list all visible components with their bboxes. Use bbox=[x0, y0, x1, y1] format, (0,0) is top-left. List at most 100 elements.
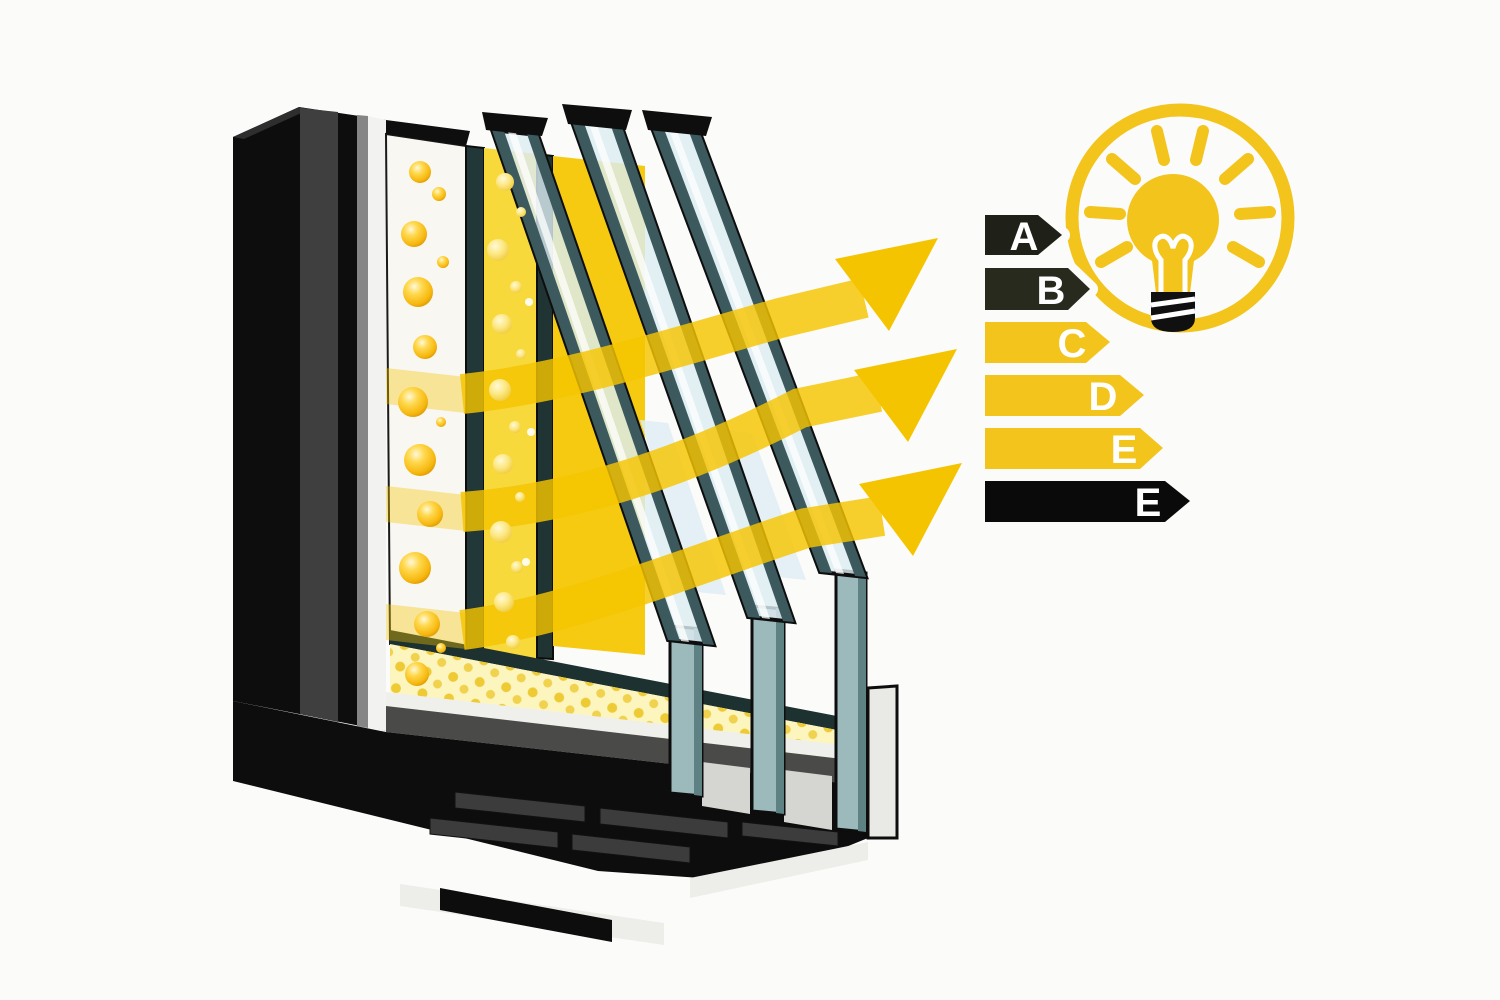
gas-bubble bbox=[436, 417, 446, 427]
lightbulb-rays bbox=[1084, 125, 1276, 268]
ray bbox=[1106, 153, 1141, 185]
lightbulb-badge bbox=[1065, 103, 1295, 333]
gas-bubble bbox=[409, 161, 431, 183]
sill-white-trim-right bbox=[690, 842, 868, 898]
gas-bubble bbox=[511, 561, 523, 573]
bar-shape bbox=[985, 481, 1190, 522]
vent-slat bbox=[599, 807, 729, 839]
glass-pane-3-cap bbox=[642, 110, 712, 136]
gas-bubble bbox=[525, 298, 533, 306]
gas-bubble bbox=[405, 662, 429, 686]
energy-rating-bar-e: E bbox=[977, 420, 1171, 477]
lightbulb-icon bbox=[1127, 174, 1219, 332]
gas-bubble bbox=[403, 277, 433, 307]
cavity-top-cap bbox=[386, 120, 470, 146]
sill-wedge-1 bbox=[702, 762, 750, 814]
arrow-shaft bbox=[460, 372, 883, 532]
gas-bubbles-inner bbox=[487, 173, 535, 649]
gas-bubble bbox=[510, 281, 522, 293]
arrow-head bbox=[835, 238, 938, 331]
gas-bubble bbox=[432, 187, 446, 201]
sill-wedge-2 bbox=[784, 770, 832, 830]
vent-slat bbox=[454, 791, 586, 823]
sill-vent-slats bbox=[429, 791, 839, 864]
frame-stripe-white bbox=[368, 116, 386, 731]
glass-pane-3-left-edge bbox=[652, 128, 832, 573]
glass-pane-3-highlight bbox=[669, 130, 844, 574]
gas-bubble bbox=[496, 173, 514, 191]
rating-letter-e2: E bbox=[1135, 481, 1162, 525]
arrow-head bbox=[854, 349, 957, 442]
pane-bottom-posts bbox=[668, 568, 868, 834]
gas-bubble bbox=[515, 492, 525, 502]
gas-bubble bbox=[436, 643, 446, 653]
vent-slat bbox=[741, 821, 839, 847]
sill-grey-band bbox=[386, 706, 868, 786]
gas-bubble bbox=[506, 635, 520, 649]
gas-bubble bbox=[516, 349, 526, 359]
bulb-base-thread bbox=[1150, 296, 1196, 308]
glass-pane-3-right-edge bbox=[689, 132, 866, 577]
arrow-head bbox=[859, 463, 962, 556]
ray bbox=[1219, 153, 1254, 185]
bulb-filament bbox=[1152, 233, 1194, 295]
sill-black-face bbox=[233, 701, 868, 882]
sill-sash-bar bbox=[390, 630, 868, 736]
rating-letter-a: A bbox=[1010, 215, 1039, 259]
glass-pane-1-cap bbox=[482, 112, 548, 136]
sill-step-block bbox=[440, 888, 612, 942]
frame-stripe-dark-grey bbox=[300, 108, 338, 722]
arrow-shaft bbox=[459, 496, 886, 650]
ray bbox=[1190, 125, 1209, 166]
energy-rating-bar-d: D bbox=[977, 367, 1152, 424]
gas-bubble bbox=[437, 256, 449, 268]
rating-letter-c: C bbox=[1058, 322, 1087, 366]
glass-pane-2-highlight bbox=[589, 124, 770, 619]
bar-shape bbox=[985, 428, 1163, 469]
gas-bubble bbox=[509, 421, 521, 433]
gas-bubble bbox=[522, 558, 530, 566]
window-cross-section bbox=[233, 104, 962, 945]
ray bbox=[1227, 241, 1265, 268]
frame-stripe-light-grey bbox=[357, 115, 368, 728]
bulb-base-thread bbox=[1150, 308, 1196, 321]
vent-slat bbox=[571, 833, 691, 864]
gas-bubble bbox=[489, 379, 511, 401]
sill-right-end-cap bbox=[866, 684, 899, 840]
energy-rating-scale: A B C D E E bbox=[977, 207, 1198, 530]
rating-letter-b: B bbox=[1037, 269, 1066, 313]
frame-top-face bbox=[233, 107, 310, 139]
rating-letter-e: E bbox=[1111, 428, 1138, 472]
ray bbox=[1151, 125, 1170, 166]
pane-post-1-edge bbox=[694, 628, 702, 796]
gas-bubbles-outer bbox=[398, 161, 449, 686]
ray bbox=[1234, 206, 1276, 220]
gas-bubble bbox=[413, 335, 437, 359]
gas-bubble bbox=[490, 521, 512, 543]
rating-letter-d: D bbox=[1089, 375, 1118, 419]
energy-rating-bar-c: C bbox=[977, 314, 1118, 371]
ray bbox=[1084, 206, 1126, 220]
gas-bubble bbox=[516, 207, 526, 217]
pane-post-2-edge bbox=[776, 608, 784, 814]
sunlight-arrow-3 bbox=[386, 463, 962, 650]
sill-white-top-band bbox=[386, 692, 868, 762]
gas-bubble bbox=[398, 387, 428, 417]
gas-bubble bbox=[417, 501, 443, 527]
gas-bubble bbox=[527, 428, 535, 436]
glass-pane-2-right-edge bbox=[611, 126, 794, 622]
bulb-globe bbox=[1127, 174, 1219, 266]
glass-pane-1-right-edge bbox=[527, 134, 714, 645]
gas-bubble bbox=[487, 239, 509, 261]
bar-shape bbox=[985, 215, 1062, 255]
energy-rating-bar-b: B bbox=[977, 260, 1098, 318]
vent-slat bbox=[429, 817, 559, 849]
bar-shape bbox=[985, 268, 1090, 310]
pane-post-3-edge bbox=[858, 572, 866, 832]
gas-bubble bbox=[493, 454, 513, 474]
energy-rating-bar-a: A bbox=[977, 207, 1070, 263]
energy-rating-bar-e2: E bbox=[977, 473, 1198, 530]
gas-bubble bbox=[494, 592, 514, 612]
bar-shape bbox=[985, 375, 1144, 416]
